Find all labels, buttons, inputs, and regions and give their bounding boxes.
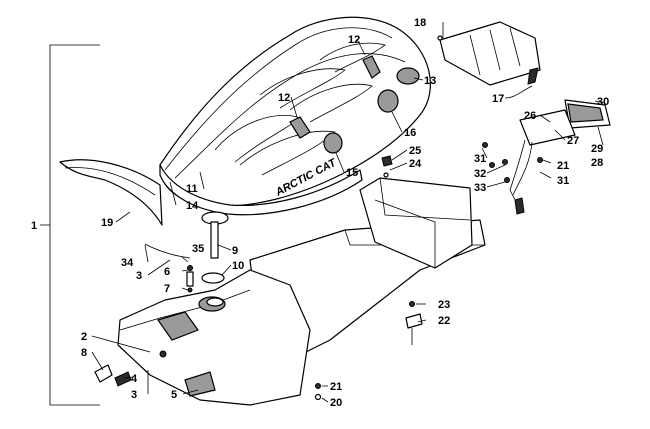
callout-14: 14 [186, 200, 199, 212]
callout-15: 15 [346, 167, 358, 179]
callout-11: 11 [186, 183, 198, 195]
callout-32: 32 [474, 168, 486, 180]
callout-3-upper: 3 [136, 270, 142, 282]
callout-20: 20 [330, 397, 342, 409]
callout-26: 26 [524, 110, 536, 122]
leader-lines [91, 22, 605, 403]
callout-8: 8 [81, 347, 87, 359]
callout-21-lower: 21 [330, 381, 342, 393]
assembly-bracket [40, 44, 100, 406]
callout-31-upper: 31 [474, 153, 486, 165]
seat-handle-top [362, 55, 381, 79]
cap-15 [323, 132, 343, 154]
callout-19: 19 [101, 217, 113, 229]
callout-34: 34 [121, 257, 134, 269]
callout-2: 2 [81, 331, 87, 343]
callout-3-lower: 3 [131, 389, 137, 401]
vent-hose-part [144, 243, 194, 293]
callout-35: 35 [192, 243, 204, 255]
callout-12-upper: 12 [348, 34, 360, 46]
hardware-parts [314, 155, 423, 401]
rear-rack-part [437, 21, 541, 86]
callout-21-taillight: 21 [557, 160, 569, 172]
cap-16 [377, 89, 399, 113]
callout-27: 27 [567, 135, 579, 147]
callout-7: 7 [164, 283, 170, 295]
callout-6: 6 [164, 266, 170, 278]
callout-24: 24 [409, 158, 422, 170]
callout-18: 18 [414, 17, 426, 29]
callout-labels: 1 2 3 3 4 5 6 7 8 9 10 11 12 12 13 14 15… [31, 17, 609, 409]
callout-1: 1 [31, 220, 37, 232]
callout-17: 17 [492, 93, 504, 105]
callout-4: 4 [131, 373, 138, 385]
callout-22: 22 [438, 315, 450, 327]
callout-23: 23 [438, 299, 450, 311]
callout-33: 33 [474, 182, 486, 194]
fuel-fitting-part [94, 364, 132, 387]
caps [323, 67, 420, 154]
callout-31-right: 31 [557, 175, 569, 187]
callout-12-lower: 12 [278, 92, 290, 104]
fuel-cap-part [201, 211, 229, 284]
callout-9: 9 [232, 245, 238, 257]
callout-28: 28 [591, 157, 603, 169]
callout-13: 13 [424, 75, 436, 87]
callout-30: 30 [597, 96, 609, 108]
seat-handle-lower [289, 116, 311, 139]
o-ring-10 [201, 272, 225, 284]
callout-29: 29 [591, 143, 603, 155]
callout-5: 5 [171, 389, 177, 401]
callout-25: 25 [409, 145, 421, 157]
side-panel-part [59, 159, 163, 226]
taillight-part [482, 99, 611, 215]
gas-tank-and-base-part [117, 177, 486, 406]
cap-13 [396, 67, 420, 85]
callout-10: 10 [232, 260, 244, 272]
callout-16: 16 [404, 127, 416, 139]
